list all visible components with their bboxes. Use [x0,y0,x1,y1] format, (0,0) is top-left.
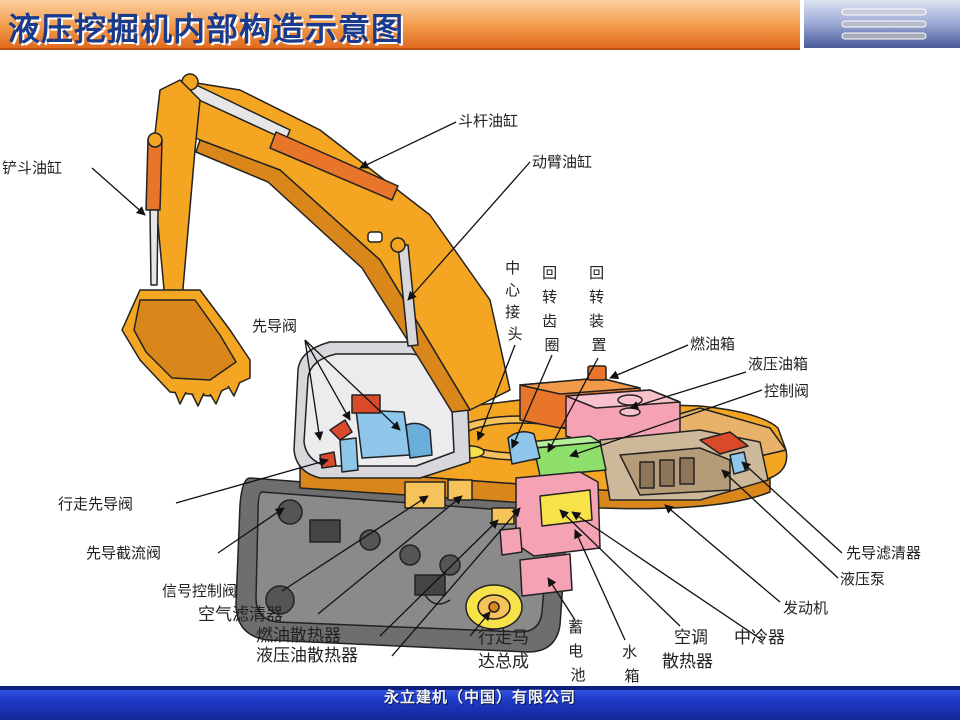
bucket-cylinder-drawing [145,132,163,286]
label-hydraulic-tank: 液压油箱 [748,355,808,373]
footer-strip [0,686,960,690]
label-ac-radiator: 空调 散热器 [662,628,713,672]
excavator-drawing [121,73,788,653]
label-control-valve: 控制阀 [764,382,809,400]
label-swing-device: 回 转 装 置 [589,264,609,354]
travel-motor-drawing [465,584,523,630]
label-pilot-valve: 先导阀 [252,317,297,335]
metal-bars-icon [841,8,927,40]
battery-char-2: 电 [568,642,583,660]
swing-ring-char-1: 回 [542,264,557,282]
battery-char-1: 蓄 [568,618,583,636]
label-travel-motor: 行走马 达总成 [478,628,534,672]
bucket-drawing [121,289,251,407]
water-tank-char-2: 箱 [624,667,639,685]
excavator-svg: 铲斗油缸 斗杆油缸 动臂油缸 中 心 接 头 回 转 齿 圈 回 转 装 置 先… [2,73,921,685]
logo-box [802,0,960,48]
label-center-joint: 中 心 接 头 [505,259,525,343]
ac-radiator-line-2: 散热器 [662,652,713,672]
label-travel-pilot-valve: 行走先导阀 [58,495,133,513]
travel-motor-line-1: 行走马 [478,628,529,648]
swing-ring-char-3: 齿 [542,312,557,330]
swing-ring-char-2: 转 [542,288,557,306]
label-engine: 发动机 [783,599,828,617]
battery-char-3: 池 [570,666,585,684]
part-labels: 铲斗油缸 斗杆油缸 动臂油缸 中 心 接 头 回 转 齿 圈 回 转 装 置 先… [2,112,921,685]
label-bucket-cylinder: 铲斗油缸 [2,159,62,177]
swing-ring-char-4: 圈 [544,336,559,354]
label-water-tank: 水 箱 [622,643,642,685]
water-tank-char-1: 水 [622,643,637,661]
travel-motor-line-2: 达总成 [478,652,529,672]
leader-lines [91,121,843,657]
label-swing-ring: 回 转 齿 圈 [542,264,562,354]
title-bar: 液压挖掘机内部构造示意图 [0,0,800,50]
rear-components [519,365,769,501]
label-fuel-tank: 燃油箱 [690,335,735,353]
label-hydraulic-pump: 液压泵 [840,570,885,588]
label-pilot-filter: 先导滤清器 [846,544,921,562]
center-joint-char-1: 中 [505,259,520,277]
swing-device-char-2: 转 [589,288,604,306]
swing-device-char-1: 回 [589,264,604,282]
label-fuel-cooler: 燃油散热器 [256,626,341,646]
label-signal-control-valve: 信号控制阀 [162,582,237,600]
center-joint-char-2: 心 [505,281,520,299]
label-hydraulic-oil-cooler: 液压油散热器 [256,646,358,666]
label-intercooler: 中冷器 [734,628,785,648]
footer-bar: 永立建机（中国）有限公司 [0,686,960,720]
center-joint-char-4: 头 [507,325,522,343]
swing-device-char-3: 装 [589,312,604,330]
label-boom-cylinder: 动臂油缸 [532,153,592,171]
boom-drawing [169,81,511,413]
ac-radiator-line-1: 空调 [674,628,708,648]
excavator-diagram: 铲斗油缸 斗杆油缸 动臂油缸 中 心 接 头 回 转 齿 圈 回 转 装 置 先… [0,50,960,686]
center-joint-char-3: 接 [505,303,520,321]
label-stick-cylinder: 斗杆油缸 [458,112,518,130]
footer-company: 永立建机（中国）有限公司 [383,688,576,706]
swing-device-char-4: 置 [591,336,606,354]
label-air-filter: 空气滤清器 [198,605,283,625]
cab-drawing [293,341,471,479]
page-title: 液压挖掘机内部构造示意图 [8,10,405,48]
label-pilot-throttle-valve: 先导截流阀 [86,544,161,562]
label-battery: 蓄 电 池 [568,618,588,684]
